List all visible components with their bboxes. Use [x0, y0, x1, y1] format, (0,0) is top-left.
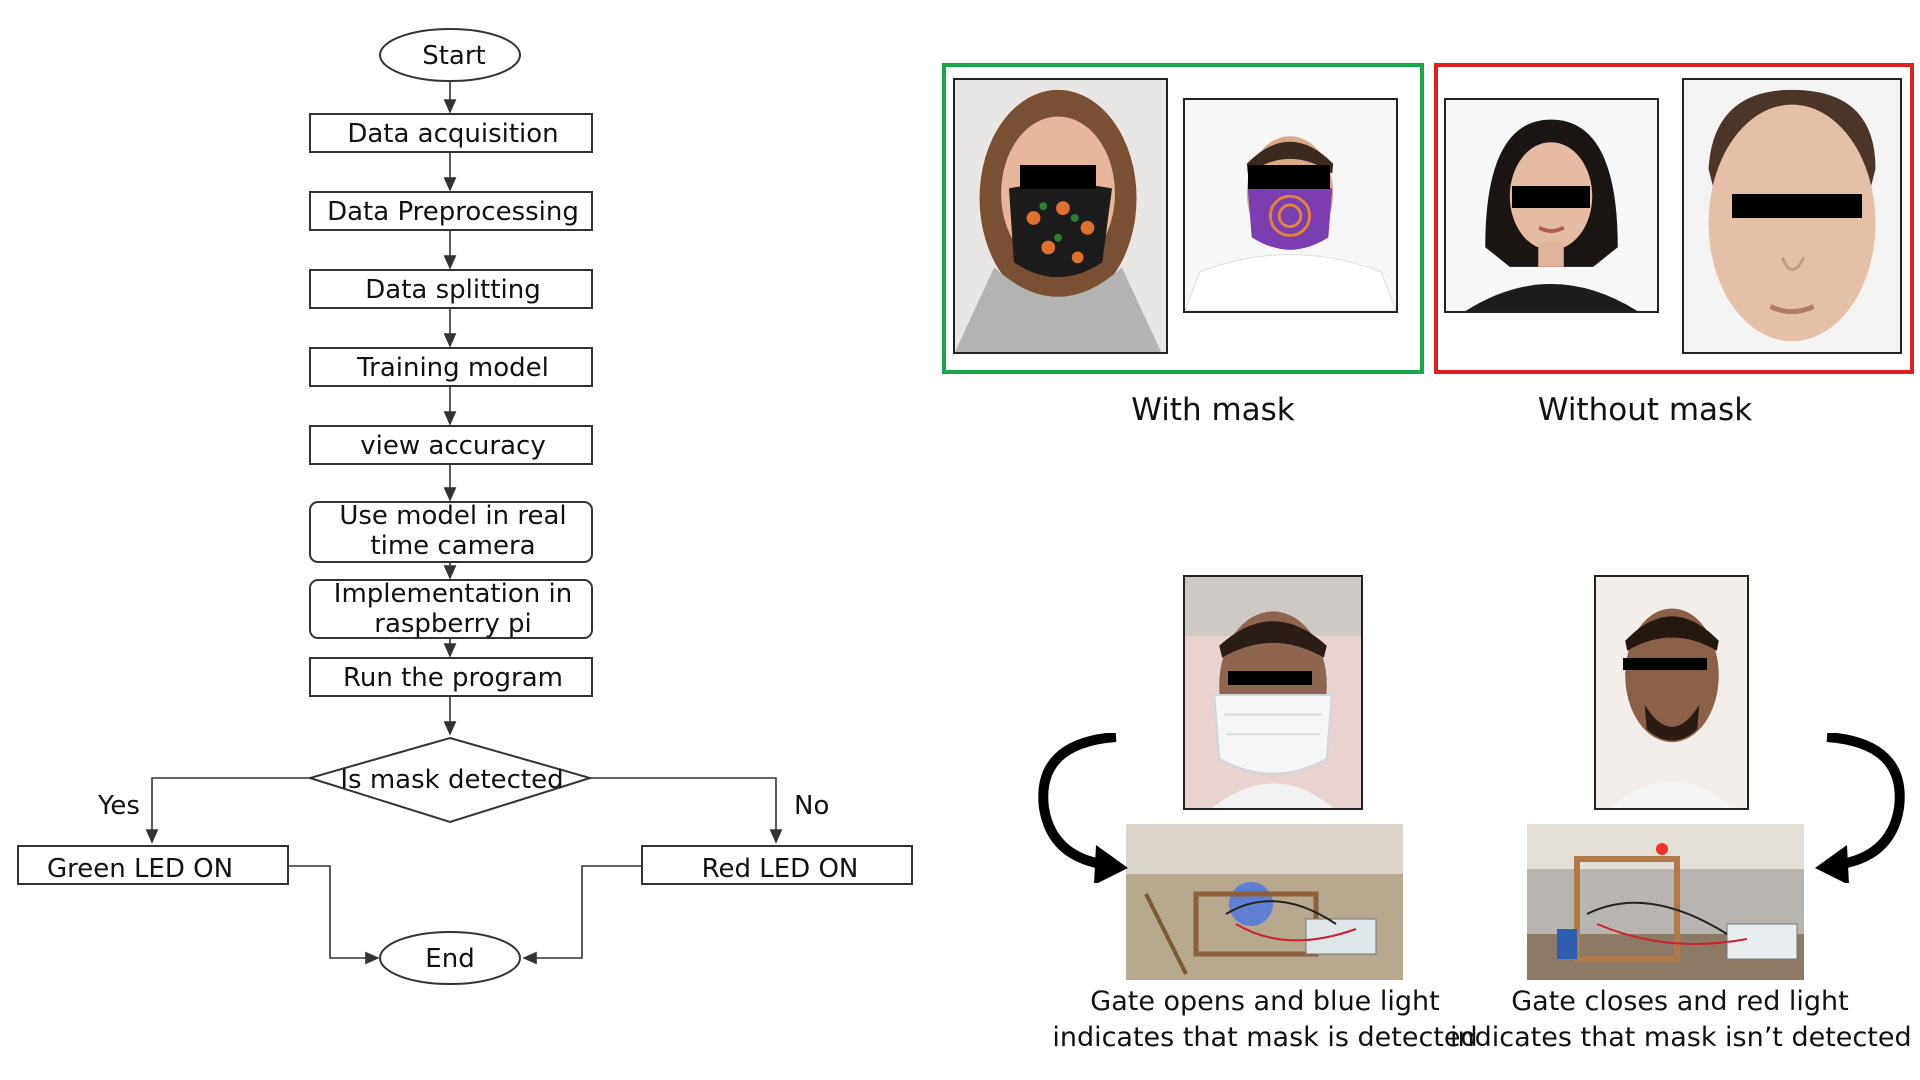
decision-label: Is mask detected — [340, 765, 563, 795]
process-box — [309, 657, 593, 697]
curved-arrow-right — [1815, 733, 1905, 883]
process-box — [309, 191, 593, 231]
process-label: Data Preprocessing — [327, 197, 579, 227]
yes-label: Yes — [97, 791, 140, 821]
redaction-bar — [1512, 186, 1590, 208]
green-led-box — [17, 845, 289, 885]
photo-person-without-mask — [1594, 575, 1749, 810]
photo-gate-open-blue-light — [1126, 824, 1403, 980]
with-mask-frame — [942, 63, 1424, 374]
detected-caption-line2: indicates that mask is detected — [1052, 1022, 1478, 1053]
process-box — [309, 579, 593, 639]
not-detected-caption: Gate closes and red light indicates that… — [1450, 984, 1912, 1056]
process-label: Training model — [356, 353, 549, 383]
end-label: End — [425, 944, 474, 974]
process-box — [309, 269, 593, 309]
photo-woman-with-mask — [953, 78, 1168, 354]
redaction-bar — [1228, 671, 1312, 685]
process-box — [309, 347, 593, 387]
not-detected-caption-line1: Gate closes and red light — [1511, 986, 1849, 1017]
red-led-box — [641, 845, 913, 885]
process-box — [309, 113, 593, 153]
redaction-bar — [1248, 165, 1330, 189]
process-label: time camera — [370, 531, 535, 561]
detected-caption-line1: Gate opens and blue light — [1090, 986, 1440, 1017]
process-label: Run the program — [343, 663, 563, 693]
decision-node — [306, 736, 594, 824]
without-mask-frame — [1434, 63, 1914, 374]
process-label: raspberry pi — [374, 609, 531, 639]
with-mask-caption: With mask — [1131, 392, 1295, 428]
no-label: No — [794, 791, 829, 821]
detected-caption: Gate opens and blue light indicates that… — [1040, 984, 1490, 1056]
process-label: Use model in real — [339, 501, 566, 531]
end-node — [379, 931, 521, 985]
process-label: Data splitting — [365, 275, 540, 305]
curved-arrow-left — [1038, 733, 1128, 883]
redaction-bar — [1732, 194, 1862, 218]
red-led-label: Red LED ON — [702, 854, 859, 884]
without-mask-caption: Without mask — [1537, 392, 1753, 428]
process-box — [309, 501, 593, 563]
photo-man-with-mask — [1183, 98, 1398, 313]
process-label: Data acquisition — [347, 119, 558, 149]
photo-gate-closed-red-light — [1527, 824, 1804, 980]
not-detected-caption-line2: indicates that mask isn’t detected — [1450, 1022, 1912, 1053]
process-box — [309, 425, 593, 465]
process-label: view accuracy — [360, 431, 545, 461]
photo-person-with-mask — [1183, 575, 1363, 810]
process-label: Implementation in — [334, 579, 572, 609]
start-label: Start — [422, 41, 486, 71]
redaction-bar — [1020, 165, 1096, 189]
redaction-bar — [1623, 658, 1707, 670]
green-led-label: Green LED ON — [47, 854, 233, 884]
